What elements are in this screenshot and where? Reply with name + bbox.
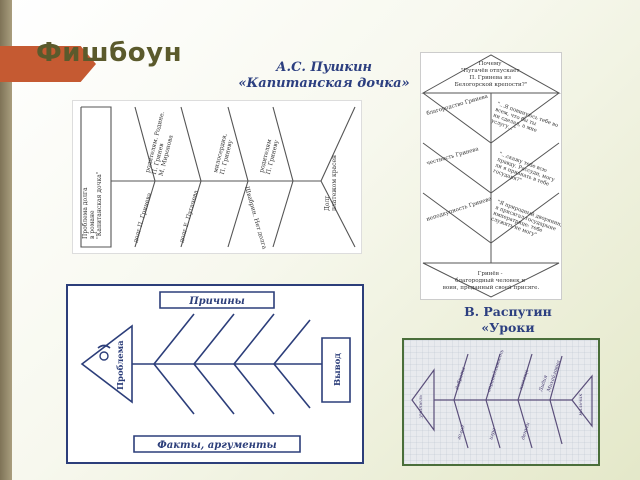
hand-tail [571, 374, 593, 428]
bottom-conclusion-text: Гринёв - благородный человек и воин, пре… [443, 270, 540, 291]
fish-head-box [80, 106, 112, 248]
top-question-text: Почему "Пугачёв отпускает П. Гринева из … [455, 61, 528, 88]
lower-bone-1-text: долг П. Гринева [132, 192, 153, 244]
conclusion-box [321, 337, 351, 403]
schema-lines [80, 291, 351, 453]
upper-bone-2-text: милосердия, П. Гриневу [212, 131, 236, 175]
head-text: Проблема долга в романе "Капитанская доч… [82, 171, 103, 239]
tail-text: Долг платежом красен [324, 155, 338, 211]
schema-upper-bones [153, 313, 311, 365]
slide-left-bar [0, 0, 12, 480]
lower-bone-2-text: долг Е. Пугачева [178, 189, 200, 244]
svg-text:мальчик: мальчик [578, 394, 584, 416]
pushkin-author: А.С. Пушкин [275, 60, 373, 75]
causes-label: Причины [188, 296, 245, 307]
schema-lower-bones [153, 363, 311, 415]
schema-eye-icon [99, 351, 109, 361]
facts-label: Факты, аргументы [157, 440, 276, 451]
bottom-triangle [422, 262, 560, 298]
vertical-fishbone-svg: Почему "Пугачёв отпускает П. Гринева из … [421, 54, 561, 298]
schema-fishbone-svg: Причины Факты, аргументы Проблема Вывод [80, 291, 351, 453]
svg-text:голод: голод [456, 425, 466, 441]
row-1-left-text: благородство Гринева [426, 92, 490, 116]
lower-bones [134, 180, 294, 248]
vertical-fishbone-panel: Почему "Пугачёв отпускает П. Гринева из … [420, 52, 562, 300]
upper-bones [134, 106, 294, 182]
hand-lower-bones [453, 399, 563, 449]
row-3-right-text: "Я природный дворянин; я присягал госуда… [490, 199, 561, 246]
conclusion-label: Вывод [333, 353, 343, 386]
handwritten-svg: учитель доброта справедливость помощь Ли… [404, 340, 598, 464]
upper-bone-3-text: родителям П. Гриневу [258, 137, 280, 176]
vertical-fishbone-lines [421, 54, 561, 298]
rasputin-author: В. Распутин [464, 304, 552, 319]
svg-text:Лидия: Лидия [538, 375, 549, 394]
row-1-right-text: "...Я повинуюсь тебе во всем, что бы ты … [490, 100, 561, 146]
svg-text:учитель: учитель [418, 395, 424, 419]
svg-text:игра: игра [488, 427, 497, 440]
row-3-left-text: неподкупность Гринева [426, 196, 493, 223]
upper-bone-1-text: родителям. Родине. П. Гринев М. Миронова [144, 109, 180, 177]
row-2-left-text: честность Гринева [426, 146, 480, 167]
svg-text:деньги: деньги [520, 422, 531, 441]
handwritten-lines [411, 353, 593, 449]
schema-eye-arc [97, 344, 111, 349]
grid-paper [404, 340, 598, 464]
facts-box [133, 435, 301, 453]
chevron-2 [422, 142, 560, 194]
pushkin-caption: А.С. Пушкин «Капитанская дочка» [226, 60, 422, 92]
pushkin-fishbone-panel: Проблема долга в романе "Капитанская доч… [72, 100, 362, 254]
causes-box [159, 291, 275, 309]
title-arrow-band [0, 46, 96, 82]
chevron-1 [422, 92, 560, 144]
fishbone-lines [80, 106, 356, 248]
schema-fishbone-panel: Причины Факты, аргументы Проблема Вывод [66, 284, 364, 464]
pushkin-work: «Капитанская дочка» [238, 76, 410, 91]
lower-bone-3-text: Швабрин. Нет долга [243, 186, 268, 251]
pushkin-fishbone-svg: Проблема долга в романе "Капитанская доч… [80, 106, 356, 251]
chevron-3 [422, 192, 560, 244]
row-2-right-text: "...скажу тебе всю правду. Рассуди, могу… [492, 150, 559, 195]
fish-tail [320, 106, 356, 248]
hand-upper-bones [453, 353, 563, 401]
problem-label: Проблема [115, 340, 126, 390]
handwritten-fishbone-photo: учитель доброта справедливость помощь Ли… [402, 338, 600, 466]
slide-title: Фишбоун [36, 38, 183, 68]
